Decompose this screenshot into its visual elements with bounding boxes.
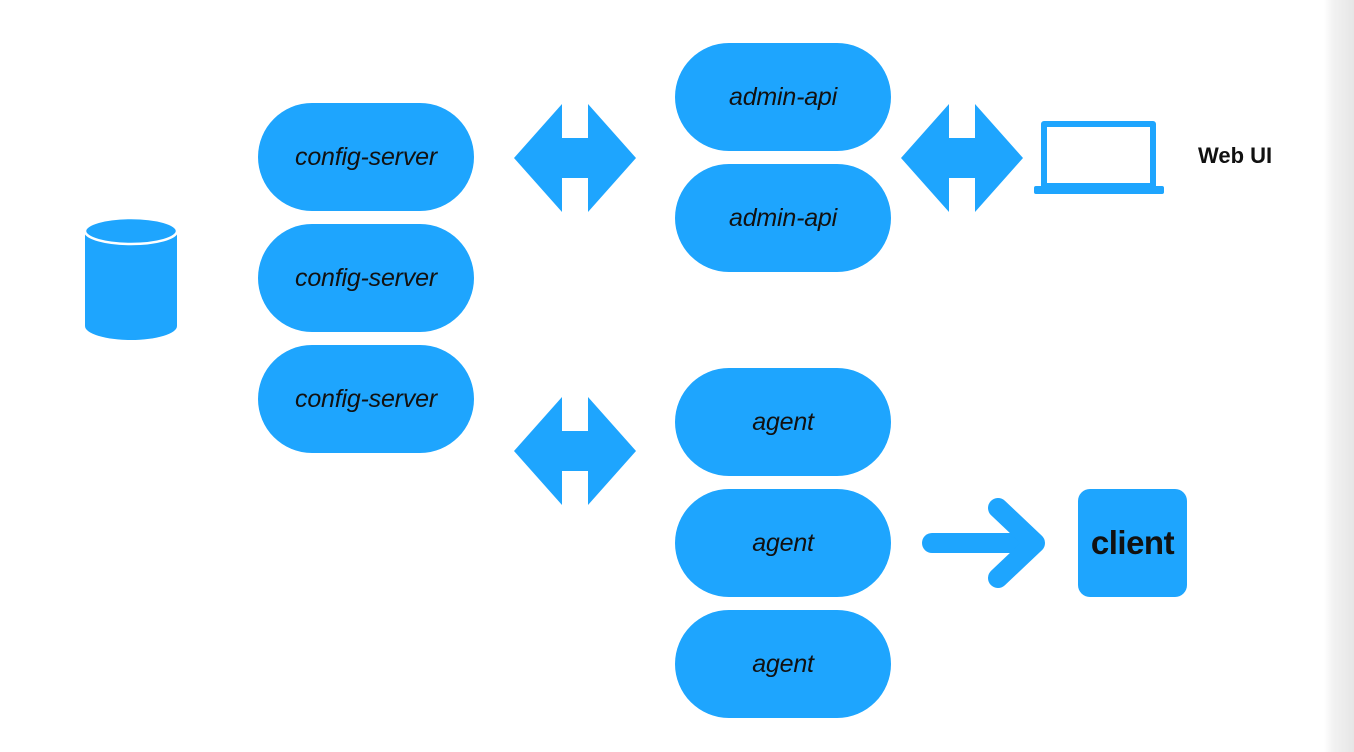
agent-node-2: agent	[675, 489, 891, 597]
agent-label: agent	[752, 649, 814, 678]
config-server-node-2: config-server	[258, 224, 474, 332]
double-arrow-icon	[514, 104, 636, 212]
window-edge-shadow	[1324, 0, 1354, 752]
right-arrow-icon	[922, 498, 1045, 588]
agent-label: agent	[752, 528, 814, 557]
database-body	[85, 231, 177, 340]
admin-api-node-2: admin-api	[675, 164, 891, 272]
config-server-node-3: config-server	[258, 345, 474, 453]
admin-api-node-1: admin-api	[675, 43, 891, 151]
client-node: client	[1078, 489, 1187, 597]
double-arrow-icon	[901, 104, 1023, 212]
laptop-screen	[1041, 121, 1156, 189]
agent-node-3: agent	[675, 610, 891, 718]
double-arrow-icon	[514, 397, 636, 505]
agent-node-1: agent	[675, 368, 891, 476]
config-server-label: config-server	[295, 263, 437, 292]
admin-api-label: admin-api	[729, 203, 837, 232]
config-server-label: config-server	[295, 142, 437, 171]
config-server-node-1: config-server	[258, 103, 474, 211]
config-server-label: config-server	[295, 384, 437, 413]
laptop-icon	[1034, 121, 1164, 194]
laptop-base	[1034, 186, 1164, 194]
agent-label: agent	[752, 407, 814, 436]
client-label: client	[1090, 524, 1175, 561]
database-icon	[83, 216, 179, 340]
web-ui-label: Web UI	[1198, 143, 1273, 168]
admin-api-label: admin-api	[729, 82, 837, 111]
database-top	[83, 216, 179, 246]
